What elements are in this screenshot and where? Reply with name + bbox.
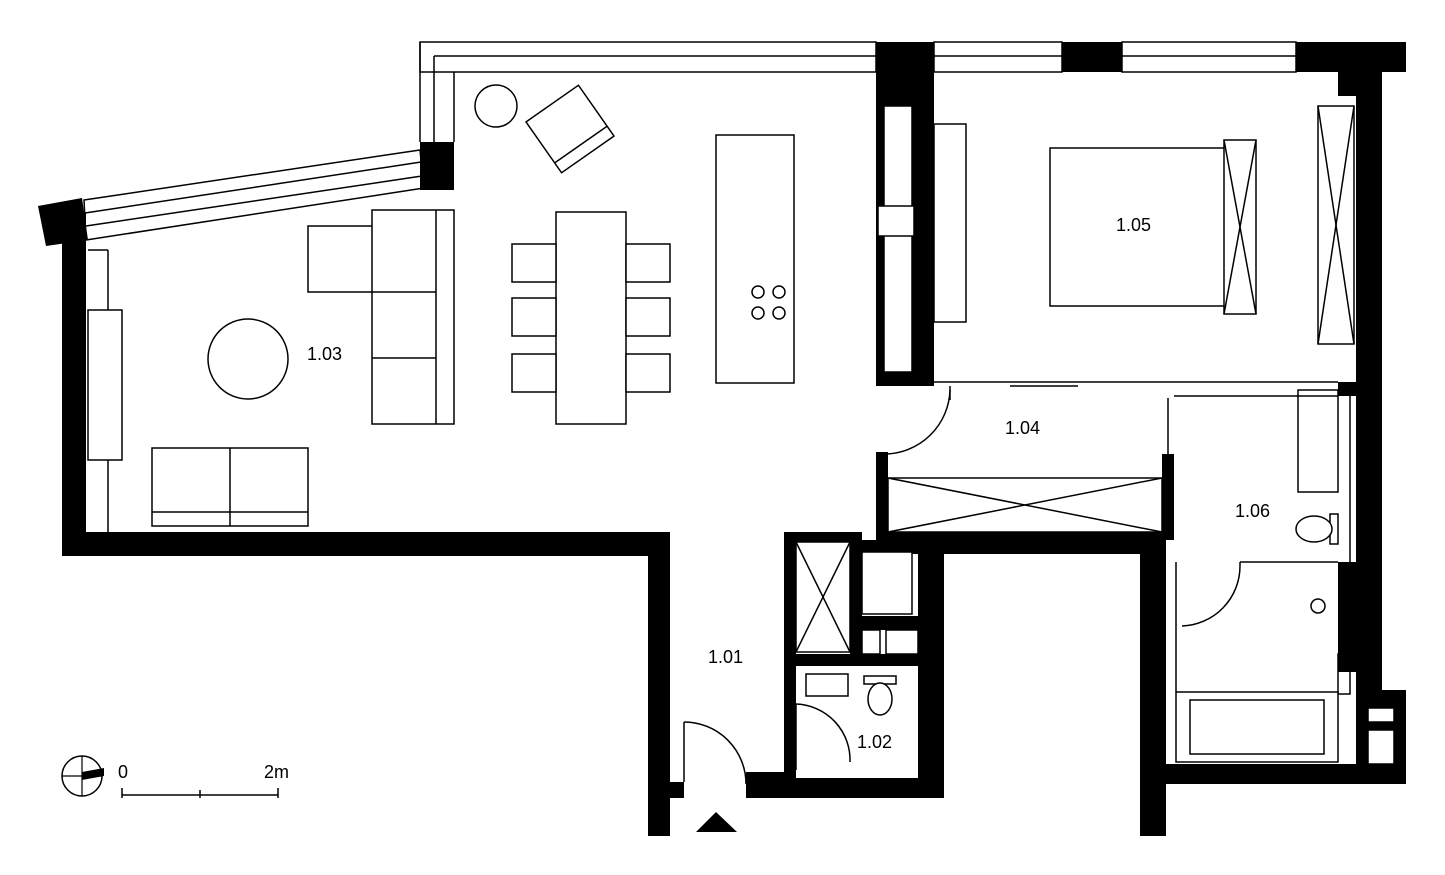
bathroom-drain	[1310, 598, 1326, 614]
entrance-triangle-icon	[696, 812, 737, 832]
kitchen-sink	[877, 205, 915, 237]
shaft-2	[1367, 729, 1395, 765]
shaft-4	[861, 629, 881, 655]
room-label-1-02: 1.02	[857, 732, 892, 752]
wc-toilet	[863, 675, 897, 716]
hall-closet	[887, 477, 1163, 533]
scale-end-label: 2m	[264, 762, 289, 782]
wardrobe	[1317, 105, 1355, 345]
dining-chairs	[511, 243, 671, 393]
sectional-sofa	[307, 209, 455, 425]
room-label-1-05: 1.05	[1116, 215, 1151, 235]
bathtub	[1175, 691, 1339, 763]
scale-bar: 0 2m	[118, 762, 289, 798]
shaft-1	[1367, 707, 1395, 723]
partitions	[934, 381, 1338, 692]
room-label-1-04: 1.04	[1005, 418, 1040, 438]
kitchen-counter	[883, 105, 913, 373]
furniture	[87, 84, 1395, 765]
dining-table	[555, 211, 627, 425]
wc-sink	[805, 673, 849, 697]
coffee-table	[207, 318, 289, 400]
sofa	[151, 447, 309, 527]
shaft-5	[885, 629, 919, 655]
scale-start-label: 0	[118, 762, 128, 782]
sideboard	[87, 309, 123, 461]
room-label-1-06: 1.06	[1235, 501, 1270, 521]
windows	[83, 41, 1351, 695]
north-arrow-icon	[61, 755, 104, 797]
shaft-3	[861, 551, 913, 615]
doors	[683, 386, 1241, 785]
bedroom-desk	[933, 123, 967, 323]
armchair	[524, 84, 616, 174]
room-labels: 1.01 1.02 1.03 1.04 1.05 1.06	[307, 215, 1270, 752]
storage-closet	[795, 541, 851, 653]
headboard-storage	[1223, 139, 1257, 315]
bed	[1049, 147, 1227, 307]
side-table	[474, 84, 518, 128]
room-label-1-01: 1.01	[708, 647, 743, 667]
room-label-1-03: 1.03	[307, 344, 342, 364]
walls	[38, 42, 1406, 836]
kitchen-island	[715, 134, 795, 384]
bathroom-vanity	[1297, 389, 1339, 493]
hob-burners	[751, 285, 786, 320]
bathroom-toilet	[1295, 513, 1339, 545]
